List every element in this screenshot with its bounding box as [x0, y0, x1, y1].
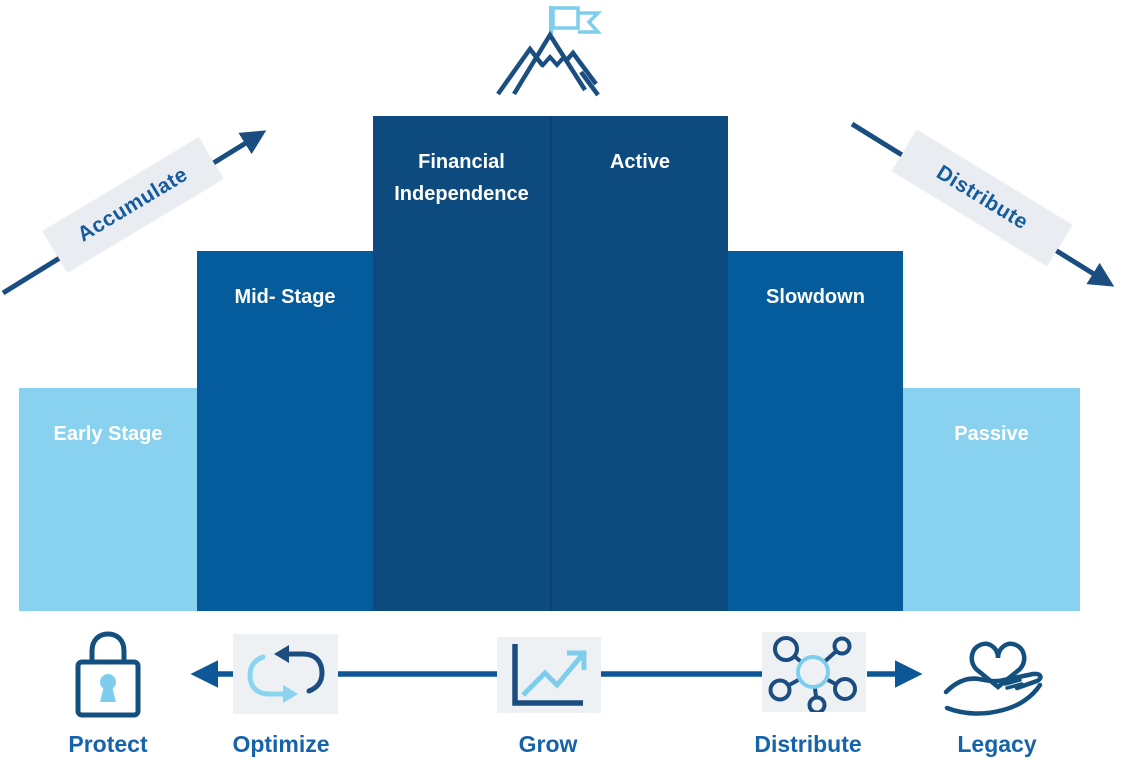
stage-block-mid: Mid- Stage — [197, 251, 373, 611]
stage-block-financial-independence: Financial Independence — [373, 116, 550, 611]
stage-label-early: Early Stage — [53, 423, 163, 445]
grow-icon-box — [497, 637, 601, 713]
network-icon — [768, 636, 857, 712]
distribute-flow-text: Distribute — [932, 160, 1033, 235]
stage-block-slowdown: Slowdown — [728, 251, 903, 611]
mountain-flag-icon — [496, 6, 603, 97]
optimize-icon-box — [233, 634, 338, 714]
stage-block-early: Early Stage — [19, 388, 197, 611]
stage-label-passive: Passive — [954, 423, 1029, 445]
stage-block-active: Active — [550, 116, 728, 611]
pillar-label-legacy: Legacy — [957, 731, 1037, 757]
accumulate-flow-text: Accumulate — [73, 162, 192, 247]
pillar-label-distribute: Distribute — [754, 731, 862, 757]
stage-label-financial-independence: Financial Independence — [394, 151, 529, 205]
stage-block-passive: Passive — [903, 388, 1080, 611]
pillar-label-protect: Protect — [68, 731, 148, 757]
distribute-flow-label: Distribute — [891, 129, 1073, 267]
stage-label-slowdown: Slowdown — [766, 286, 865, 308]
heart-in-hand-icon — [943, 641, 1043, 716]
stage-label-mid: Mid- Stage — [234, 286, 336, 308]
distribute-icon-box — [762, 632, 866, 712]
lock-icon — [75, 631, 141, 718]
growth-chart-icon — [512, 644, 587, 706]
pillar-label-grow: Grow — [518, 731, 578, 757]
cycle-arrows-icon — [246, 645, 325, 703]
pillar-label-optimize: Optimize — [232, 731, 330, 757]
stage-label-active: Active — [609, 151, 671, 173]
